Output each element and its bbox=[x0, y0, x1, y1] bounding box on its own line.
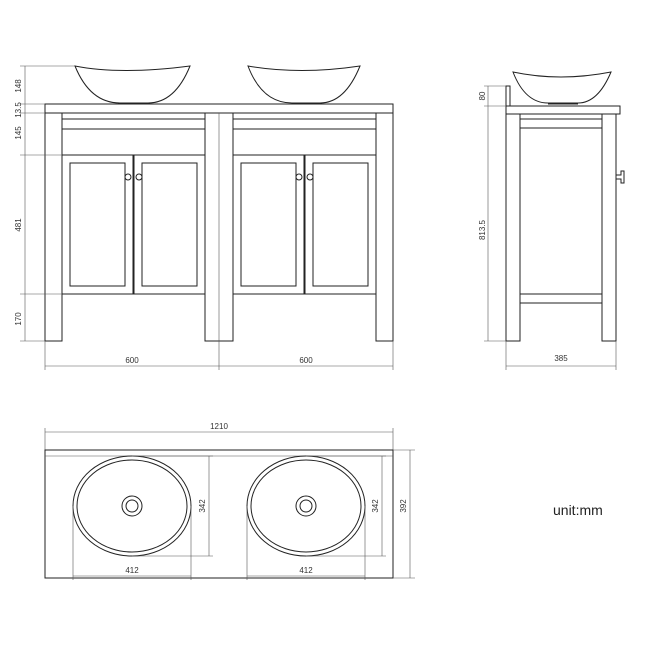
side-leg-back bbox=[601, 113, 617, 342]
dim-depth: 385 bbox=[554, 354, 568, 363]
leg-left bbox=[44, 112, 63, 342]
right-vessel-basin bbox=[247, 65, 361, 104]
side-leg-front bbox=[505, 113, 521, 342]
dim-right-basin-width: 412 bbox=[299, 566, 313, 575]
dim-door-height: 481 bbox=[14, 218, 23, 232]
side-countertop bbox=[505, 105, 621, 115]
dim-basin-height: 148 bbox=[14, 79, 23, 93]
top-right-basin bbox=[246, 455, 366, 557]
top-view: 1210 342 342 392 412 bbox=[44, 422, 415, 580]
top-countertop bbox=[44, 449, 394, 579]
door-right-1 bbox=[232, 154, 305, 295]
dim-left-basin-depth: 342 bbox=[198, 499, 207, 513]
dim-right-basin-depth: 342 bbox=[371, 499, 380, 513]
dim-width-right: 600 bbox=[299, 356, 313, 365]
dim-side-basin-height: 80 bbox=[478, 91, 487, 100]
drain-icon bbox=[121, 495, 143, 517]
dim-rail-height: 145 bbox=[14, 126, 23, 140]
dim-left-basin-width: 412 bbox=[125, 566, 139, 575]
front-view: 148 13.5 145 481 170 600 600 bbox=[14, 65, 394, 370]
dim-total-depth: 392 bbox=[399, 499, 408, 513]
knob-icon bbox=[295, 173, 303, 181]
dim-total-width: 1210 bbox=[210, 422, 228, 431]
knob-icon bbox=[616, 170, 625, 184]
door-left-2 bbox=[133, 154, 206, 295]
drain-icon bbox=[295, 495, 317, 517]
left-vessel-basin bbox=[74, 65, 191, 104]
knob-icon bbox=[306, 173, 314, 181]
dim-leg-height: 170 bbox=[14, 312, 23, 326]
top-left-basin bbox=[72, 455, 192, 557]
dim-total-height: 813.5 bbox=[478, 219, 487, 240]
top-rail-left bbox=[61, 118, 206, 130]
door-left-1 bbox=[61, 154, 134, 295]
top-rail-right bbox=[232, 118, 377, 130]
dim-top-thickness: 13.5 bbox=[14, 102, 23, 118]
knob-icon bbox=[124, 173, 132, 181]
dim-width-left: 600 bbox=[125, 356, 139, 365]
knob-icon bbox=[135, 173, 143, 181]
unit-label: unit:mm bbox=[553, 502, 603, 518]
countertop bbox=[44, 103, 394, 114]
side-view: 80 813.5 385 bbox=[478, 71, 625, 370]
side-vessel-basin bbox=[512, 71, 612, 104]
leg-right bbox=[375, 112, 394, 342]
door-right-2 bbox=[304, 154, 377, 295]
